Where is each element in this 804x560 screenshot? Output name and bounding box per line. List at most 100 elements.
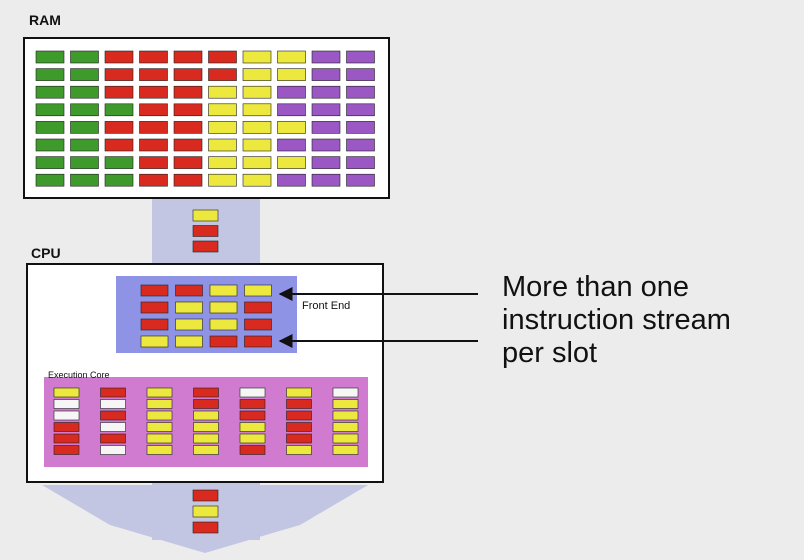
output-arrow-shape: [42, 485, 368, 553]
instruction-block: [244, 335, 272, 348]
ram-cells: [35, 50, 375, 187]
instruction-block: [277, 121, 306, 134]
instruction-block: [286, 433, 312, 444]
instruction-block: [311, 138, 341, 152]
instruction-block: [53, 410, 80, 421]
instruction-block: [100, 387, 126, 398]
instruction-block: [193, 445, 219, 455]
instruction-block: [70, 121, 99, 134]
instruction-block: [208, 50, 237, 64]
instruction-block: [242, 68, 272, 81]
instruction-block: [332, 445, 359, 455]
instruction-block: [192, 209, 219, 222]
instruction-block: [53, 433, 80, 444]
instruction-block: [140, 301, 169, 314]
instruction-block: [209, 335, 238, 348]
instruction-block: [140, 284, 169, 297]
instruction-block: [311, 50, 341, 64]
instruction-block: [175, 284, 203, 297]
instruction-block: [242, 85, 272, 99]
instruction-block: [277, 50, 306, 64]
instruction-block: [242, 121, 272, 134]
instruction-block: [277, 85, 306, 99]
instruction-block: [70, 156, 99, 169]
instruction-block: [192, 505, 219, 518]
instruction-block: [175, 318, 203, 331]
instruction-block: [346, 103, 375, 117]
instruction-block: [239, 445, 266, 455]
instruction-block: [70, 68, 99, 81]
instruction-block: [100, 399, 126, 409]
instruction-block: [193, 387, 219, 398]
instruction-block: [35, 173, 65, 187]
instruction-block: [139, 173, 168, 187]
instruction-block: [346, 121, 375, 134]
instruction-block: [104, 68, 134, 81]
instruction-block: [286, 410, 312, 421]
execution-core-label: Execution Core: [48, 370, 110, 380]
instruction-block: [35, 68, 65, 81]
instruction-block: [239, 422, 266, 432]
annotation-line: per slot: [502, 337, 598, 369]
instruction-block: [277, 103, 306, 117]
instruction-block: [139, 85, 168, 99]
instruction-block: [242, 156, 272, 169]
instruction-block: [332, 422, 359, 432]
instruction-block: [53, 445, 80, 455]
instruction-block: [311, 173, 341, 187]
instruction-block: [70, 173, 99, 187]
instruction-block: [104, 50, 134, 64]
instruction-block: [53, 387, 80, 398]
instruction-block: [173, 138, 203, 152]
instruction-block: [346, 156, 375, 169]
execution-core-cells: [53, 387, 359, 455]
instruction-block: [100, 433, 126, 444]
instruction-block: [104, 138, 134, 152]
instruction-block: [208, 103, 237, 117]
instruction-block: [139, 121, 168, 134]
fetch-queue: [192, 209, 219, 253]
instruction-block: [311, 103, 341, 117]
instruction-block: [311, 85, 341, 99]
instruction-block: [346, 85, 375, 99]
ram-label: RAM: [29, 12, 61, 28]
instruction-block: [311, 156, 341, 169]
instruction-block: [173, 156, 203, 169]
instruction-block: [35, 103, 65, 117]
instruction-block: [208, 68, 237, 81]
instruction-block: [139, 103, 168, 117]
instruction-block: [104, 173, 134, 187]
instruction-block: [35, 138, 65, 152]
instruction-block: [193, 399, 219, 409]
instruction-block: [35, 156, 65, 169]
instruction-block: [35, 121, 65, 134]
annotation-line: instruction stream: [502, 304, 731, 336]
instruction-block: [140, 335, 169, 348]
instruction-block: [104, 85, 134, 99]
instruction-block: [242, 138, 272, 152]
instruction-block: [173, 173, 203, 187]
instruction-block: [146, 410, 173, 421]
instruction-block: [70, 138, 99, 152]
instruction-block: [100, 410, 126, 421]
instruction-block: [100, 422, 126, 432]
instruction-block: [193, 410, 219, 421]
instruction-block: [286, 445, 312, 455]
instruction-block: [286, 399, 312, 409]
instruction-block: [346, 68, 375, 81]
instruction-block: [242, 173, 272, 187]
instruction-block: [209, 318, 238, 331]
instruction-block: [332, 399, 359, 409]
instruction-block: [277, 173, 306, 187]
instruction-block: [139, 68, 168, 81]
instruction-block: [192, 489, 219, 502]
instruction-block: [192, 521, 219, 534]
instruction-block: [244, 318, 272, 331]
instruction-block: [242, 103, 272, 117]
instruction-block: [208, 121, 237, 134]
instruction-block: [193, 422, 219, 432]
instruction-block: [332, 433, 359, 444]
instruction-block: [146, 422, 173, 432]
instruction-block: [239, 399, 266, 409]
instruction-block: [173, 68, 203, 81]
